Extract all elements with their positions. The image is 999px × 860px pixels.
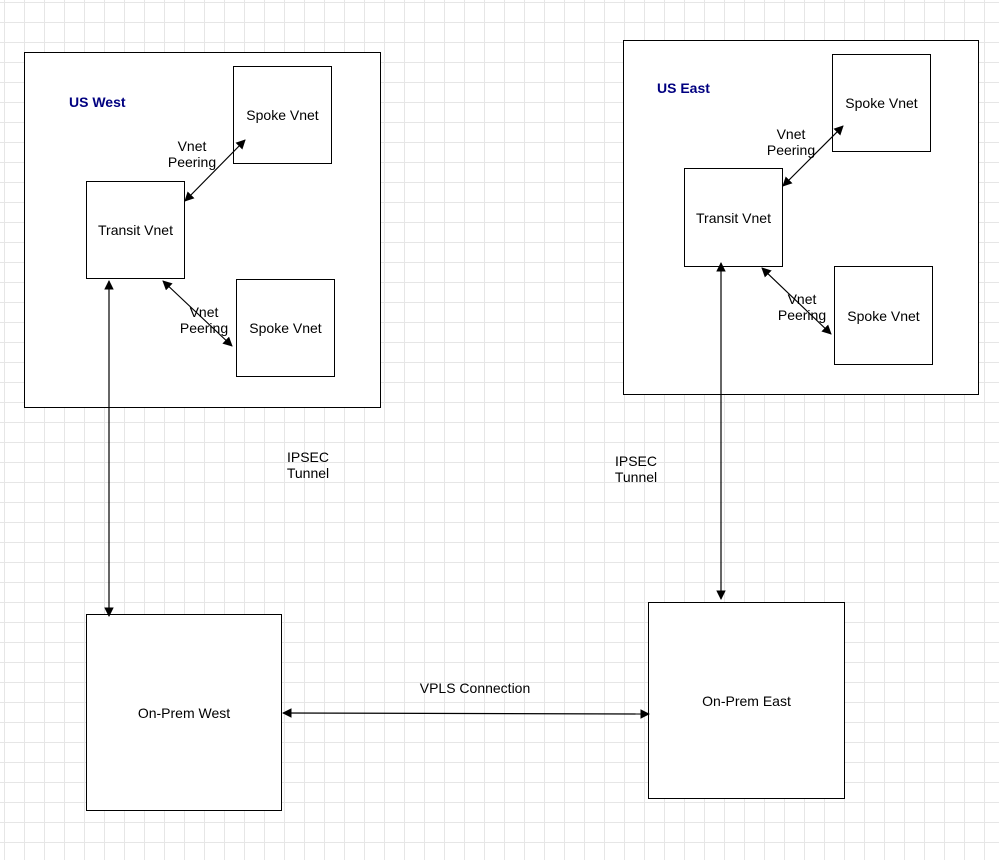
east-spoke-vnet-bottom[interactable]: Spoke Vnet xyxy=(834,266,933,365)
east-spoke-vnet-top[interactable]: Spoke Vnet xyxy=(832,54,931,152)
west-ipsec-tunnel-label: IPSEC Tunnel xyxy=(286,449,330,481)
on-prem-west[interactable]: On-Prem West xyxy=(86,614,282,811)
vpls-connection-arrow xyxy=(282,708,650,719)
west-spoke-vnet-top[interactable]: Spoke Vnet xyxy=(233,66,332,164)
east-transit-vnet-label: Transit Vnet xyxy=(696,209,771,226)
east-spoke-vnet-top-label: Spoke Vnet xyxy=(845,95,918,111)
on-prem-west-label: On-Prem West xyxy=(137,704,231,721)
west-peering-bottom-label: Vnet Peering xyxy=(179,304,229,336)
east-peering-bottom-label: Vnet Peering xyxy=(777,291,827,323)
east-ipsec-tunnel-label: IPSEC Tunnel xyxy=(614,453,658,485)
west-transit-vnet[interactable]: Transit Vnet xyxy=(86,181,185,279)
west-peering-bottom-arrow xyxy=(162,280,233,347)
east-peering-top-arrow xyxy=(782,125,844,187)
us-west-title: US West xyxy=(69,94,126,110)
east-peering-bottom-arrow xyxy=(761,267,832,335)
east-transit-vnet[interactable]: Transit Vnet xyxy=(684,168,783,267)
east-spoke-vnet-bottom-label: Spoke Vnet xyxy=(847,307,920,324)
west-peering-top-label: Vnet Peering xyxy=(167,138,217,170)
on-prem-east[interactable]: On-Prem East xyxy=(648,602,845,799)
west-spoke-vnet-bottom-label: Spoke Vnet xyxy=(249,320,322,336)
vpls-connection-label: VPLS Connection xyxy=(419,680,531,696)
on-prem-east-label: On-Prem East xyxy=(702,692,791,709)
west-peering-top-arrow xyxy=(184,139,246,202)
west-spoke-vnet-bottom[interactable]: Spoke Vnet xyxy=(236,279,335,377)
east-peering-top-label: Vnet Peering xyxy=(766,126,816,158)
west-transit-vnet-label: Transit Vnet xyxy=(98,222,173,238)
west-spoke-vnet-top-label: Spoke Vnet xyxy=(246,107,319,123)
us-east-title: US East xyxy=(657,80,710,96)
